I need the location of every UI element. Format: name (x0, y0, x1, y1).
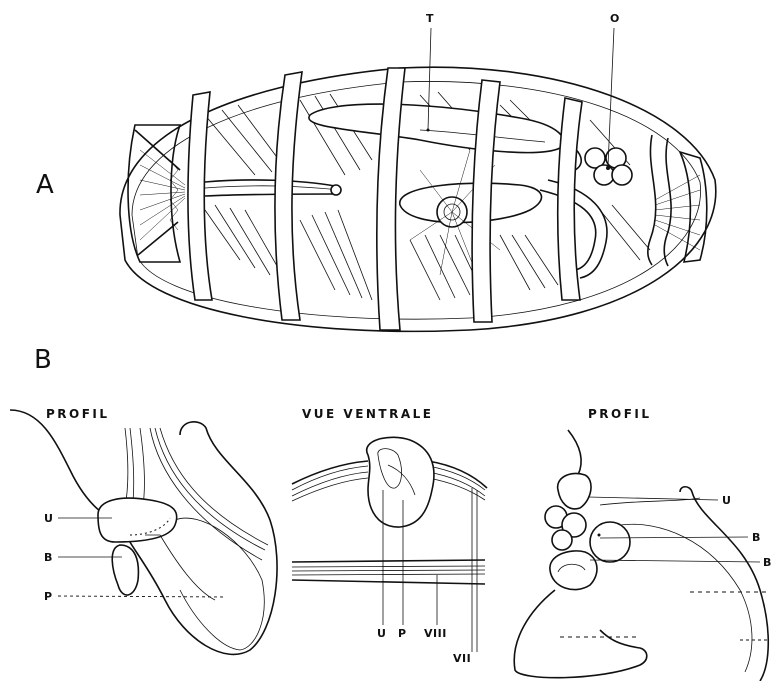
center-label-viii: VIII (424, 627, 447, 640)
left-b-structure (112, 545, 138, 595)
right-b-bulb (590, 522, 630, 562)
ganglion (331, 185, 341, 195)
left-label-b: B (44, 551, 53, 564)
right-upper-contour (568, 430, 581, 475)
left-profile-title: PROFIL (46, 407, 110, 421)
center-ventral-view: VUE VENTRALE (292, 407, 487, 665)
panel-a: A (36, 12, 716, 331)
posterior-fold-right (664, 138, 671, 266)
label-t: T (426, 12, 434, 25)
right-bulb-lower (550, 551, 597, 590)
left-profile: PROFIL U B P (10, 407, 277, 654)
panel-b-letter: B (34, 345, 52, 375)
center-label-p: P (398, 627, 407, 640)
left-lobe-inner (175, 518, 264, 650)
right-profile: PROFIL U B B (514, 407, 772, 681)
right-u-bulb (558, 473, 591, 508)
testis (309, 104, 564, 152)
posterior-fold-left (648, 135, 656, 265)
center-title: VUE VENTRALE (302, 407, 434, 421)
segmental-bands (188, 68, 582, 330)
right-label-b1: B (752, 531, 761, 544)
left-label-u: U (44, 512, 53, 525)
posterior-radiating-fibres (655, 175, 700, 250)
right-profile-title: PROFIL (588, 407, 652, 421)
leader-t-dot (427, 129, 430, 132)
panel-a-letter: A (36, 170, 54, 200)
center-label-vii: VII (453, 652, 471, 665)
right-b-dot (598, 534, 601, 537)
seminal-vesicle (400, 183, 542, 222)
left-u-structure (98, 498, 177, 542)
label-o: O (610, 12, 620, 25)
panel-b: B PROFIL U (10, 345, 772, 681)
left-body-contour (10, 410, 105, 515)
right-lower-lobe (514, 590, 647, 678)
center-lower-band (292, 560, 485, 584)
right-inner-curve (620, 524, 752, 672)
anterior-radiating-fibres (140, 150, 185, 240)
center-label-u: U (377, 627, 386, 640)
ventral-cord (205, 186, 340, 190)
right-label-u: U (722, 494, 731, 507)
left-leader-p (58, 596, 225, 597)
left-label-p: P (44, 590, 53, 603)
right-label-b2: B (763, 556, 772, 569)
right-main-lobe (680, 487, 768, 681)
right-bulb-3 (552, 530, 572, 550)
anterior-diagonal-2 (138, 222, 178, 255)
